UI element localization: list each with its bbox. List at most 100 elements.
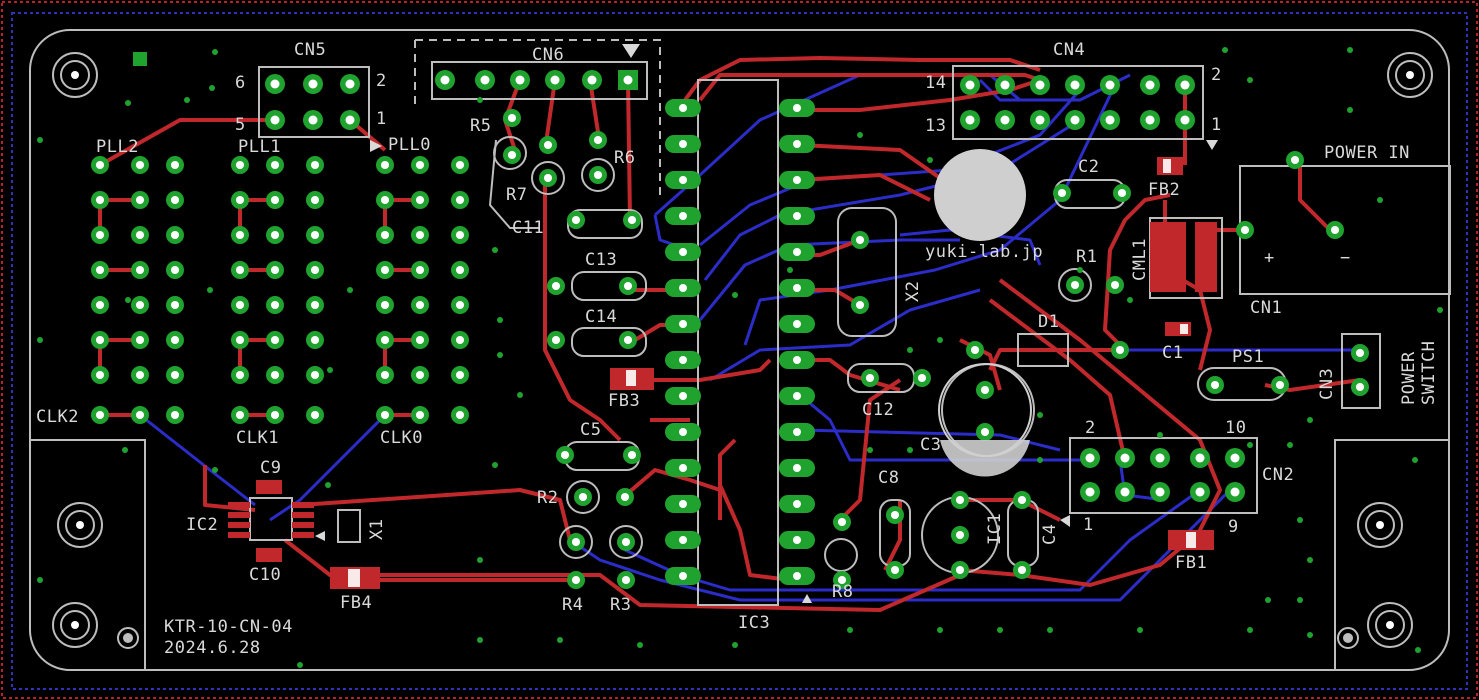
pad-drill xyxy=(380,160,390,170)
label-x1: X1 xyxy=(367,519,387,540)
via xyxy=(1137,627,1143,633)
label-cn1: CN1 xyxy=(1250,298,1282,318)
pad-drill xyxy=(135,370,145,380)
via xyxy=(1415,647,1421,653)
pad-drill xyxy=(480,75,490,85)
through-hole-pads xyxy=(91,70,1369,589)
ic3-outline xyxy=(697,79,779,606)
pad-drill xyxy=(1110,280,1120,290)
via xyxy=(517,392,523,398)
label-power: POWER xyxy=(1399,351,1419,405)
pad-drill xyxy=(1070,115,1080,125)
mounting-hole-inner xyxy=(1395,60,1425,90)
pad-drill xyxy=(270,265,280,275)
via xyxy=(492,462,498,468)
via xyxy=(1297,517,1303,523)
label-ic2: IC2 xyxy=(186,515,218,535)
ic3-pin-drill xyxy=(679,392,687,400)
via xyxy=(497,352,503,358)
pad-drill xyxy=(855,235,865,245)
pad-drill xyxy=(1195,453,1205,463)
pad-drill xyxy=(917,373,927,383)
via xyxy=(477,557,483,563)
pad-drill xyxy=(380,230,390,240)
ic3-pin-drill xyxy=(679,284,687,292)
via xyxy=(1307,557,1313,563)
pad-drill xyxy=(571,215,581,225)
pad-drill xyxy=(235,300,245,310)
pad-drill xyxy=(1115,345,1125,355)
ic3-pin-drill xyxy=(793,212,801,220)
pad-drill xyxy=(415,410,425,420)
pad-drill xyxy=(308,115,318,125)
corner-cutouts xyxy=(30,439,1449,670)
pad-drill xyxy=(623,335,633,345)
via xyxy=(125,297,131,303)
ic3-pin-drill xyxy=(679,320,687,328)
pad-drill xyxy=(623,281,633,291)
via xyxy=(927,157,933,163)
pad-drill xyxy=(543,140,553,150)
label-r5: R5 xyxy=(470,116,491,136)
pad-drill xyxy=(135,410,145,420)
pad-drill xyxy=(455,300,465,310)
pin-cn5-5: 5 xyxy=(235,115,246,135)
pad-drill xyxy=(515,75,525,85)
pad-drill xyxy=(170,410,180,420)
pad-drill xyxy=(1035,80,1045,90)
pin1-markers xyxy=(315,44,1218,603)
pad-drill xyxy=(380,370,390,380)
pad-drill xyxy=(955,495,965,505)
label-switch: SWITCH xyxy=(1419,341,1439,405)
label-ps1: PS1 xyxy=(1232,347,1264,367)
pad-drill xyxy=(270,195,280,205)
d1-outline xyxy=(1017,333,1069,367)
smd-pads xyxy=(133,52,1217,589)
pad-drill xyxy=(621,537,631,547)
ic3-pin-drill xyxy=(679,104,687,112)
cn1-outline xyxy=(1239,165,1451,295)
mounting-hole xyxy=(52,602,98,648)
pad-drill xyxy=(345,115,355,125)
pad-drill xyxy=(380,410,390,420)
via xyxy=(184,97,190,103)
label-minus: − xyxy=(1340,248,1351,268)
mounting-hole-inner xyxy=(65,510,95,540)
ic3-pin-drill xyxy=(793,500,801,508)
ic3-pin-drill xyxy=(679,212,687,220)
board-outline-bottom xyxy=(11,12,1468,690)
pad-drill xyxy=(415,230,425,240)
via xyxy=(732,292,738,298)
label-c14: C14 xyxy=(585,307,617,327)
pad-drill xyxy=(890,510,900,520)
label-cn3: CN3 xyxy=(1317,368,1337,400)
pad-drill xyxy=(955,565,965,575)
pad-drill xyxy=(170,160,180,170)
pad-drill xyxy=(455,160,465,170)
pad-drill xyxy=(95,370,105,380)
pad-drill xyxy=(1230,487,1240,497)
pad-drill xyxy=(980,385,990,395)
pad-drill xyxy=(621,575,631,585)
mounting-hole-drill xyxy=(76,521,84,529)
pad-drill xyxy=(95,195,105,205)
via xyxy=(937,627,943,633)
silkscreen-text: CN5 CN6 CN4 POWER IN CN1 CN2 CN3 POWER S… xyxy=(36,40,1439,658)
pad-drill xyxy=(310,370,320,380)
label-c10: C10 xyxy=(249,565,281,585)
pad-drill xyxy=(1085,453,1095,463)
pad-drill xyxy=(235,195,245,205)
pad-drill xyxy=(235,160,245,170)
pad-drill xyxy=(507,150,517,160)
via xyxy=(787,267,793,273)
pad-drill xyxy=(235,265,245,275)
pin-cn4-14: 14 xyxy=(925,73,946,93)
mounting-hole-drill xyxy=(1386,621,1394,629)
ic3-pin-drill xyxy=(793,320,801,328)
pad-drill xyxy=(170,300,180,310)
via xyxy=(907,347,913,353)
ic3-pin-drill xyxy=(793,284,801,292)
pad-drill xyxy=(270,335,280,345)
via xyxy=(1412,457,1418,463)
via xyxy=(857,132,863,138)
